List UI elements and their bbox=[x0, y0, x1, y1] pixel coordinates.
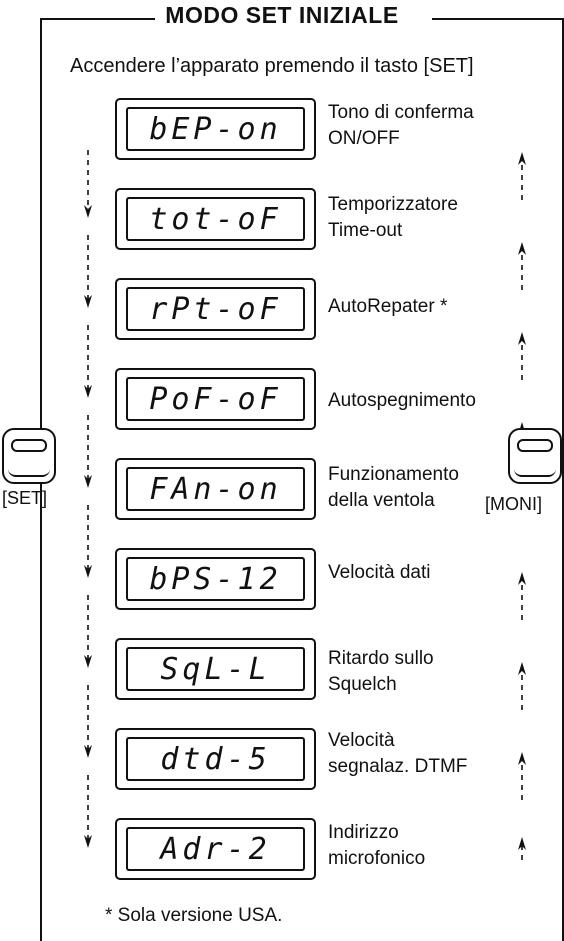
desc-line-1: Indirizzo bbox=[328, 822, 399, 843]
desc-line-1: Velocità bbox=[328, 730, 395, 751]
desc-line-1: Temporizzatore bbox=[328, 194, 458, 215]
lcd-display: Adr-2 bbox=[115, 818, 316, 880]
set-key-icon bbox=[2, 428, 56, 484]
lcd-text: tot-oF bbox=[126, 197, 305, 241]
lcd-display: SqL-L bbox=[115, 638, 316, 700]
desc-line-2: della ventola bbox=[328, 490, 435, 511]
frame-top-right-line bbox=[432, 18, 564, 20]
lcd-display: tot-oF bbox=[115, 188, 316, 250]
setting-row-autopoweroff: PoF-oF Autospegnimento bbox=[115, 368, 545, 438]
desc-line-1: Velocità dati bbox=[328, 562, 431, 583]
frame-right-line bbox=[562, 18, 564, 941]
set-key-label: [SET] bbox=[2, 488, 48, 508]
page-title-text: MODO SET INIZIALE bbox=[155, 2, 409, 28]
lcd-text: SqL-L bbox=[126, 647, 305, 691]
setting-row-autorepeater: rPt-oF AutoRepater * bbox=[115, 278, 545, 348]
frame-top-left-line bbox=[40, 18, 160, 20]
lcd-text: FAn-on bbox=[126, 467, 305, 511]
setting-description: Velocità segnalaz. DTMF bbox=[328, 728, 467, 780]
lcd-display: rPt-oF bbox=[115, 278, 316, 340]
lcd-display: bPS-12 bbox=[115, 548, 316, 610]
lcd-text: bEP-on bbox=[126, 107, 305, 151]
intro-text: Accendere l’apparato premendo il tasto [… bbox=[70, 55, 474, 77]
setting-row-baudrate: bPS-12 Velocità dati bbox=[115, 548, 545, 618]
moni-key-icon bbox=[508, 428, 562, 484]
setting-description: AutoRepater * bbox=[328, 294, 447, 320]
lcd-text: PoF-oF bbox=[126, 377, 305, 421]
setting-description: Indirizzo microfonico bbox=[328, 820, 425, 872]
footnote: * Sola versione USA. bbox=[105, 905, 283, 926]
lcd-display: bEP-on bbox=[115, 98, 316, 160]
lcd-display: dtd-5 bbox=[115, 728, 316, 790]
setting-description: Funzionamento della ventola bbox=[328, 462, 459, 514]
desc-line-2: segnalaz. DTMF bbox=[328, 756, 468, 777]
setting-row-dtmf-speed: dtd-5 Velocità segnalaz. DTMF bbox=[115, 728, 545, 798]
lcd-text: dtd-5 bbox=[126, 737, 305, 781]
desc-line-2: Time-out bbox=[328, 220, 403, 241]
desc-line-2: Squelch bbox=[328, 674, 397, 695]
desc-line-1: Autospegnimento bbox=[328, 390, 476, 411]
desc-line-1: Funzionamento bbox=[328, 464, 459, 485]
lcd-text: rPt-oF bbox=[126, 287, 305, 331]
desc-line-1: Tono di conferma bbox=[328, 102, 474, 123]
desc-line-2: ON/OFF bbox=[328, 128, 400, 149]
desc-line-1: Ritardo sullo bbox=[328, 648, 434, 669]
desc-line-2: microfonico bbox=[328, 848, 426, 869]
lcd-display: FAn-on bbox=[115, 458, 316, 520]
page-title: MODO SET INIZIALE bbox=[0, 2, 564, 29]
setting-description: Velocità dati bbox=[328, 560, 430, 586]
setting-row-mic-address: Adr-2 Indirizzo microfonico bbox=[115, 818, 545, 888]
desc-line-1: AutoRepater * bbox=[328, 296, 448, 317]
setting-row-fan: FAn-on Funzionamento della ventola bbox=[115, 458, 545, 528]
lcd-text: Adr-2 bbox=[126, 827, 305, 871]
moni-key-label: [MONI] bbox=[485, 494, 542, 514]
setting-description: Autospegnimento bbox=[328, 388, 476, 414]
lcd-text: bPS-12 bbox=[126, 557, 305, 601]
lcd-display: PoF-oF bbox=[115, 368, 316, 430]
